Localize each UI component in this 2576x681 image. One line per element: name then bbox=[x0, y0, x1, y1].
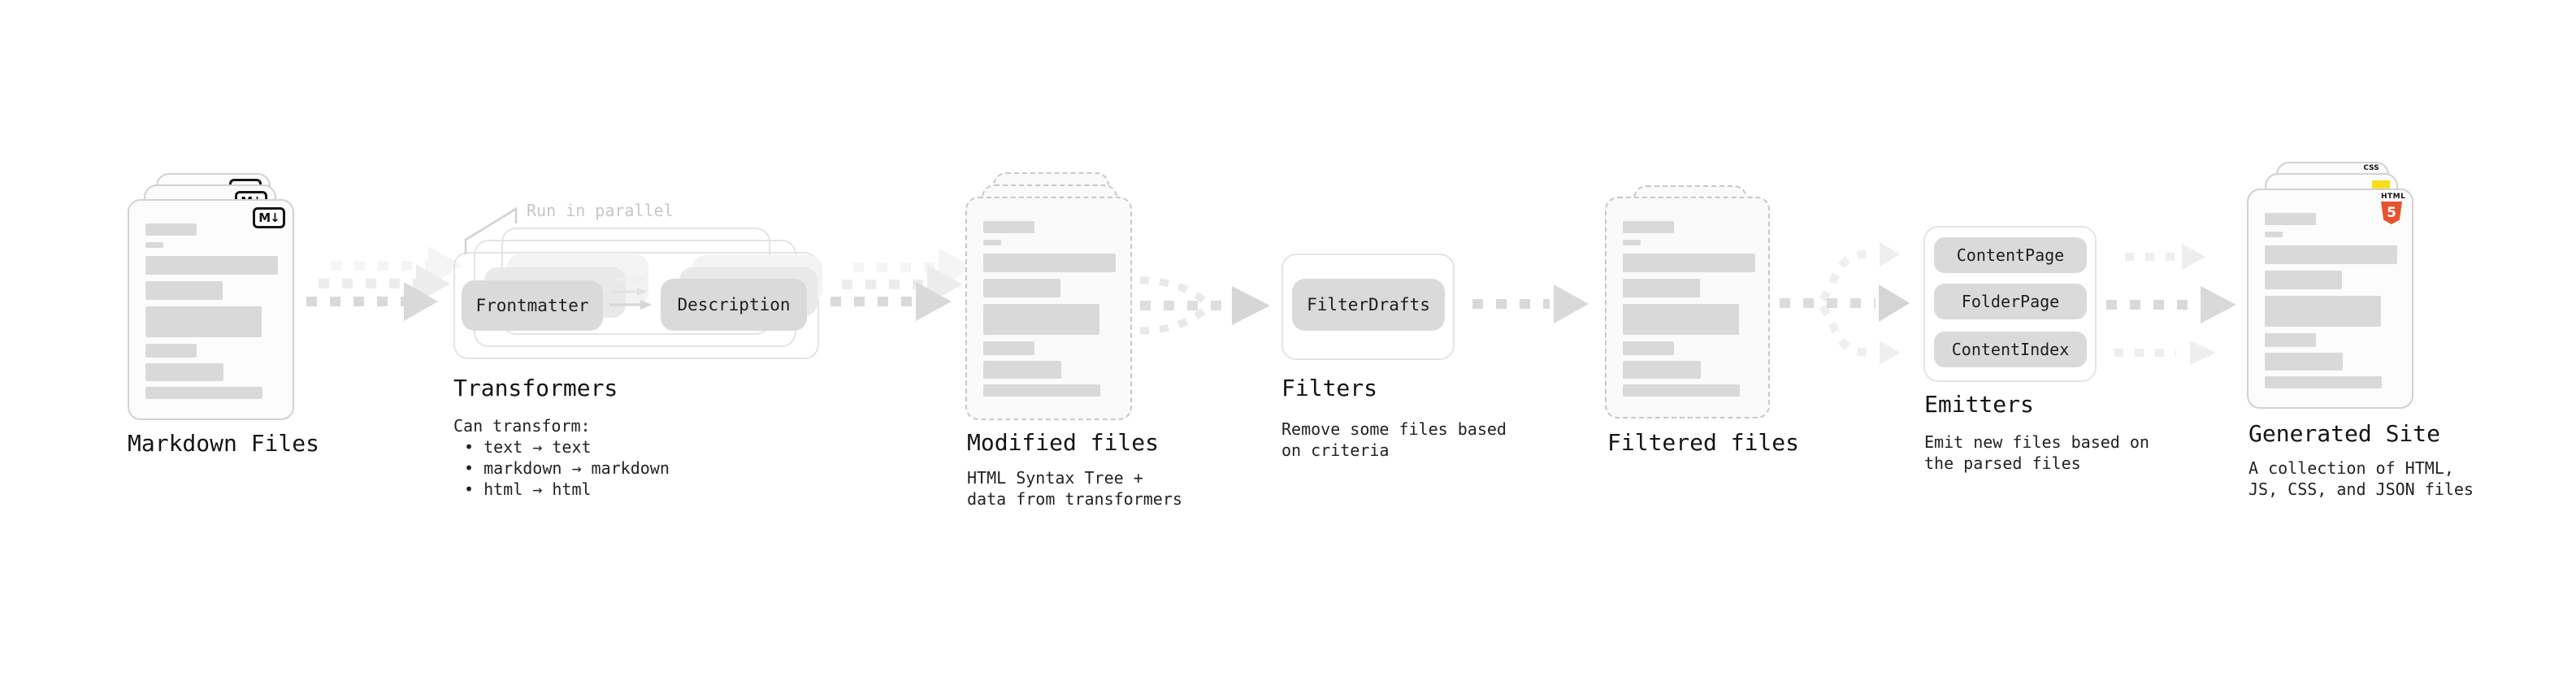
html5-logo-icon: HTML 5 bbox=[2381, 193, 2406, 224]
desc-line: A collection of HTML, bbox=[2249, 458, 2454, 478]
text-placeholder-bar bbox=[983, 361, 1061, 379]
emitter-pill-contentpage: ContentPage bbox=[1934, 237, 2087, 273]
flow-arrow-markdown-to-transformers bbox=[306, 246, 462, 321]
text-placeholder-bar bbox=[145, 363, 223, 381]
text-placeholder-bar bbox=[2265, 376, 2382, 388]
stage-title-filtered-files: Filtered files bbox=[1607, 429, 1800, 456]
flow-arrows-emitters-to-site bbox=[2106, 244, 2236, 365]
emitter-pill-contentindex: ContentIndex bbox=[1934, 332, 2087, 367]
html5-icon-label: HTML bbox=[2381, 193, 2406, 201]
desc-line: Emit new files based on bbox=[1924, 432, 2149, 452]
text-placeholder-bar bbox=[2265, 245, 2397, 264]
modified-file-card-front bbox=[965, 197, 1132, 420]
text-placeholder-bar bbox=[983, 304, 1099, 335]
transformer-frame-front bbox=[453, 252, 819, 359]
parallel-mini-arrows bbox=[609, 275, 652, 310]
text-placeholder-bar bbox=[1623, 221, 1674, 233]
desc-line: data from transformers bbox=[967, 489, 1182, 509]
ghost-arrow bbox=[319, 264, 450, 303]
generated-file-card-html: HTML 5 bbox=[2247, 189, 2413, 409]
text-placeholder-bar bbox=[145, 306, 262, 337]
text-placeholder-bar bbox=[2265, 213, 2316, 225]
filtered-file-card-front bbox=[1605, 197, 1770, 419]
text-placeholder-bar bbox=[983, 221, 1034, 233]
ghost-arrow-faint bbox=[331, 246, 462, 285]
emitters-frame bbox=[1923, 226, 2097, 382]
desc-line: HTML Syntax Tree + bbox=[967, 468, 1143, 488]
desc-line: the parsed files bbox=[1924, 453, 2081, 473]
stage-title-transformers: Transformers bbox=[453, 375, 618, 401]
transformer-pill-description: Description bbox=[661, 279, 807, 331]
css-icon-label: CSS bbox=[2363, 164, 2379, 172]
modified-files-description: HTML Syntax Tree + data from transformer… bbox=[967, 467, 1182, 510]
transformer-pill-frontmatter: Frontmatter bbox=[462, 280, 603, 331]
text-placeholder-bar bbox=[145, 281, 223, 300]
text-placeholder-bar bbox=[145, 387, 262, 399]
stage-title-generated-site: Generated Site bbox=[2249, 420, 2441, 447]
stage-title-markdown-files: Markdown Files bbox=[128, 430, 320, 457]
desc-line: on criteria bbox=[1281, 440, 1390, 460]
text-placeholder-bar bbox=[1623, 240, 1641, 245]
desc-line: Remove some files based bbox=[1281, 419, 1507, 439]
text-placeholder-bar bbox=[983, 384, 1100, 397]
run-in-parallel-leader-line bbox=[464, 206, 518, 254]
text-placeholder-bar bbox=[2265, 232, 2283, 237]
text-placeholder-bar bbox=[145, 256, 278, 275]
text-placeholder-bar bbox=[1623, 384, 1740, 397]
text-placeholder-bar bbox=[1623, 361, 1701, 379]
transformers-bullet: • html → html bbox=[464, 479, 592, 499]
flow-arrow-transformers-to-modified bbox=[830, 248, 974, 321]
emitters-description: Emit new files based on the parsed files bbox=[1924, 432, 2149, 474]
text-placeholder-bar bbox=[1623, 279, 1700, 297]
text-placeholder-bar bbox=[145, 344, 197, 358]
flow-arrow-filters-to-filtered bbox=[1472, 284, 1589, 323]
text-placeholder-bar bbox=[2265, 353, 2343, 371]
text-placeholder-bar bbox=[1623, 341, 1674, 355]
run-in-parallel-note: Run in parallel bbox=[527, 201, 674, 220]
text-placeholder-bar bbox=[2265, 296, 2381, 327]
text-placeholder-bar bbox=[983, 279, 1060, 297]
text-placeholder-bar bbox=[2265, 333, 2316, 347]
text-placeholder-bar bbox=[2265, 271, 2342, 289]
filter-pill-filterdrafts: FilterDrafts bbox=[1292, 279, 1445, 331]
main-arrow bbox=[830, 282, 952, 321]
text-placeholder-bar bbox=[983, 240, 1001, 245]
text-placeholder-bar bbox=[145, 223, 197, 236]
markdown-icon: M↓ bbox=[253, 207, 285, 228]
transformers-bullet: • markdown → markdown bbox=[464, 458, 670, 478]
transformers-desc-title: Can transform: bbox=[453, 416, 591, 436]
stage-title-emitters: Emitters bbox=[1924, 391, 2034, 418]
filters-description: Remove some files based on criteria bbox=[1281, 419, 1507, 461]
generated-site-description: A collection of HTML, JS, CSS, and JSON … bbox=[2249, 458, 2474, 500]
text-placeholder-bar bbox=[1623, 254, 1755, 272]
filters-frame bbox=[1281, 254, 1455, 360]
text-placeholder-bar bbox=[1623, 304, 1739, 335]
emitter-pill-folderpage: FolderPage bbox=[1934, 284, 2087, 319]
markdown-file-card-front: M↓ bbox=[128, 199, 294, 420]
transformers-bullet: • text → text bbox=[464, 437, 592, 457]
main-arrow bbox=[306, 282, 438, 321]
text-placeholder-bar bbox=[983, 341, 1034, 355]
html5-shield: 5 bbox=[2381, 202, 2402, 224]
stage-title-filters: Filters bbox=[1281, 375, 1378, 401]
transformers-description: Can transform: • text → text • markdown … bbox=[453, 415, 670, 500]
text-placeholder-bar bbox=[983, 254, 1116, 272]
stage-title-modified-files: Modified files bbox=[967, 429, 1160, 456]
flow-arrow-diverge-to-emitters bbox=[1780, 242, 1910, 365]
javascript-file-icon bbox=[2372, 180, 2390, 189]
text-placeholder-bar bbox=[145, 242, 163, 248]
desc-line: JS, CSS, and JSON files bbox=[2249, 479, 2474, 499]
flow-arrow-converge-to-filters bbox=[1139, 276, 1270, 335]
